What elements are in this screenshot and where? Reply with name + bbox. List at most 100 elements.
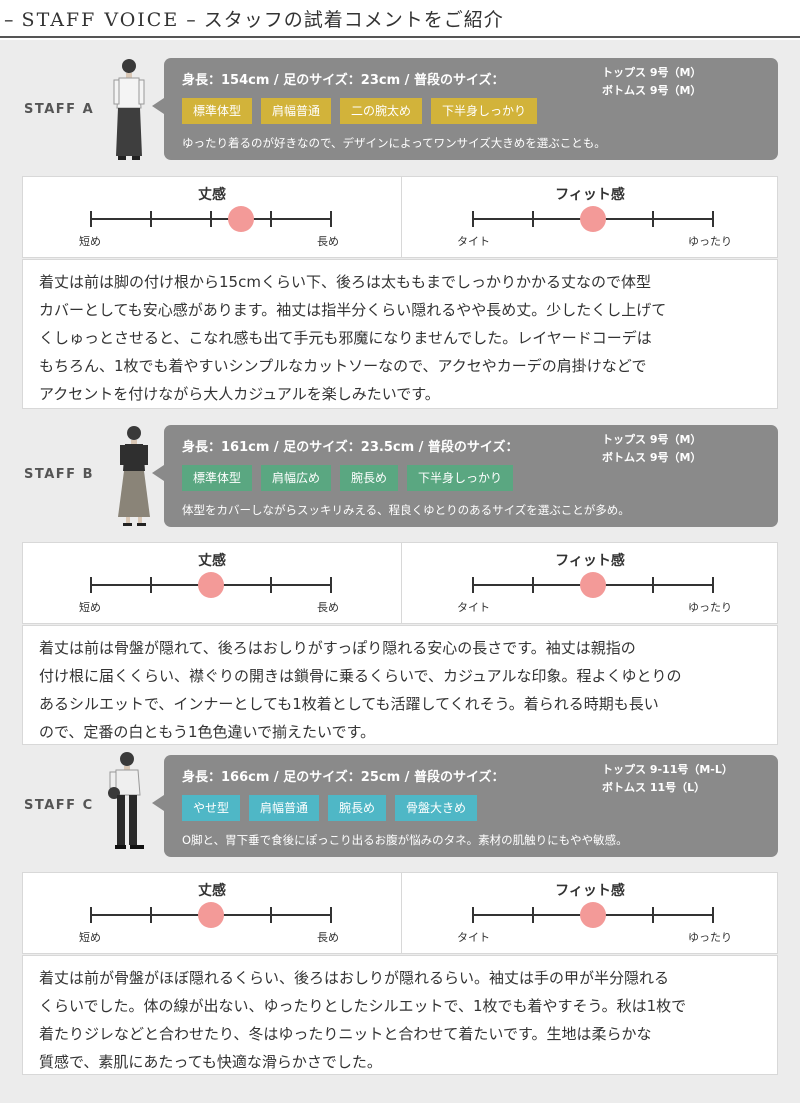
comment-line: 付け根に届くくらい、襟ぐりの開きは鎖骨に乗るくらいで、カジュアルな印象。程よくゆ… xyxy=(39,667,682,685)
body-tag: 肩幅広め xyxy=(261,465,332,491)
scale-tick xyxy=(330,577,332,593)
comment-line: 着丈は前が骨盤がほぼ隠れるくらい、後ろはおしりが隠れるらい。袖丈は手の甲が半分隠… xyxy=(39,969,670,987)
staff-profile-bubble: 身長：166cm / 足のサイズ：25cm / 普段のサイズ： トップス 9-1… xyxy=(152,755,778,857)
length-scale: 丈感 短め 長め xyxy=(23,177,401,257)
comment-line: ので、定番の白ともう1色色違いで揃えたいです。 xyxy=(39,723,376,741)
body-tag: 肩幅普通 xyxy=(261,98,332,124)
body-type-tags: やせ型 肩幅普通 腕長め 骨盤大きめ xyxy=(182,795,478,821)
staff-note: 体型をカバーしながらスッキリみえる、程良くゆとりのあるサイズを選ぶことが多め。 xyxy=(182,503,630,517)
staff-comment: 着丈は前が骨盤がほぼ隠れるくらい、後ろはおしりが隠れるらい。袖丈は手の甲が半分隠… xyxy=(22,955,778,1075)
header: – STAFF VOICE – スタッフの試着コメントをご紹介 xyxy=(0,0,800,38)
comment-line: 着たりジレなどと合わせたり、冬はゆったりニットと合わせて着たいです。生地は柔らか… xyxy=(39,1025,652,1043)
header-title-en: STAFF VOICE xyxy=(21,9,180,31)
scale-tick xyxy=(90,577,92,593)
tops-size: トップス 9号（M） xyxy=(602,66,702,79)
scale-tick xyxy=(652,577,654,593)
staff-panel: STAFF A 身長：154cm / 足のサイズ：23cm / 普段のサイズ： … xyxy=(0,40,800,1103)
body-tag: やせ型 xyxy=(182,795,241,821)
scale-tick xyxy=(270,211,272,227)
staff-profile-bubble: 身長：154cm / 足のサイズ：23cm / 普段のサイズ： トップス 9号（… xyxy=(152,58,778,160)
scale-tick xyxy=(90,907,92,923)
staff-block-b: STAFF B 身長：161cm / 足のサイズ：23.5cm / 普段のサイズ… xyxy=(0,425,800,745)
body-type-tags: 標準体型 肩幅普通 二の腕太め 下半身しっかり xyxy=(182,98,538,124)
fit-left-label: タイト xyxy=(457,235,490,248)
body-tag: 下半身しっかり xyxy=(431,98,538,124)
body-tag: 下半身しっかり xyxy=(407,465,514,491)
staff-comment: 着丈は前は脚の付け根から15cmくらい下、後ろは太ももまでしっかりかかる丈なので… xyxy=(22,259,778,409)
staff-figure-illustration xyxy=(113,59,145,160)
scale-tick xyxy=(532,577,534,593)
tops-size: トップス 9-11号（M-L） xyxy=(602,763,733,776)
body-tag: 腕長め xyxy=(328,795,387,821)
scale-tick xyxy=(652,211,654,227)
scale-divider xyxy=(401,177,402,257)
scale-tick xyxy=(150,577,152,593)
scale-tick xyxy=(472,577,474,593)
header-rule xyxy=(0,36,800,38)
staff-profile-bubble: 身長：161cm / 足のサイズ：23.5cm / 普段のサイズ： トップス 9… xyxy=(152,425,778,527)
scale-tick xyxy=(712,211,714,227)
comment-line: くしゅっとさせると、こなれ感も出て手元も邪魔になりませんでした。レイヤードコーデ… xyxy=(39,329,652,347)
staff-spec: 身長：166cm / 足のサイズ：25cm / 普段のサイズ： xyxy=(182,770,505,785)
fit-scales: 丈感 短め 長め フィット感 タイト xyxy=(22,872,778,954)
scale-tick xyxy=(270,577,272,593)
body-tag: 標準体型 xyxy=(182,98,253,124)
scale-tick xyxy=(532,211,534,227)
fit-right-label: ゆったり xyxy=(688,235,732,248)
scale-tick xyxy=(210,211,212,227)
length-right-label: 長め xyxy=(317,931,339,944)
comment-line: あるシルエットで、インナーとしても1枚着としても活躍してくれそう。着られる時期も… xyxy=(39,695,659,713)
fit-left-label: タイト xyxy=(457,931,490,944)
bottoms-size: ボトムス 9号（M） xyxy=(602,451,702,464)
fit-indicator-dot xyxy=(580,572,606,598)
length-left-label: 短め xyxy=(79,235,101,248)
comment-line: 着丈は前は骨盤が隠れて、後ろはおしりがすっぽり隠れる安心の長さです。袖丈は親指の xyxy=(39,639,636,657)
scale-tick xyxy=(472,907,474,923)
length-scale-title: 丈感 xyxy=(198,883,226,899)
staff-usual-sizes: トップス 9号（M） ボトムス 9号（M） xyxy=(602,64,701,100)
scale-tick xyxy=(652,907,654,923)
length-indicator-dot xyxy=(198,902,224,928)
staff-block-c: STAFF C 身長：166cm / 足のサイズ：25cm / 普段のサイズ： … xyxy=(0,752,800,1100)
fit-right-label: ゆったり xyxy=(688,601,732,614)
scale-tick xyxy=(532,907,534,923)
length-scale-title: 丈感 xyxy=(198,553,226,569)
scale-tick xyxy=(270,907,272,923)
body-tag: 骨盤大きめ xyxy=(395,795,478,821)
length-indicator-dot xyxy=(198,572,224,598)
scale-tick xyxy=(472,211,474,227)
scale-divider xyxy=(401,873,402,953)
staff-usual-sizes: トップス 9号（M） ボトムス 9号（M） xyxy=(602,431,701,467)
staff-label: STAFF A xyxy=(24,102,95,117)
staff-figure-illustration xyxy=(108,752,144,849)
fit-scale: フィット感 タイト ゆったり xyxy=(401,177,779,257)
length-right-label: 長め xyxy=(317,601,339,614)
scale-tick xyxy=(150,211,152,227)
fit-scale-title: フィット感 xyxy=(555,553,625,569)
length-left-label: 短め xyxy=(79,931,101,944)
fit-scale-title: フィット感 xyxy=(555,187,625,203)
length-scale: 丈感 短め 長め xyxy=(23,543,401,623)
length-scale: 丈感 短め 長め xyxy=(23,873,401,953)
staff-spec: 身長：154cm / 足のサイズ：23cm / 普段のサイズ： xyxy=(182,73,505,88)
comment-line: 着丈は前は脚の付け根から15cmくらい下、後ろは太ももまでしっかりかかる丈なので… xyxy=(39,273,651,291)
comment-line: もちろん、1枚でも着やすいシンプルなカットソーなので、アクセやカーデの肩掛けなど… xyxy=(39,357,647,375)
staff-label: STAFF B xyxy=(24,467,94,482)
scale-tick xyxy=(150,907,152,923)
bottoms-size: ボトムス 11号（L） xyxy=(602,781,706,794)
body-type-tags: 標準体型 肩幅広め 腕長め 下半身しっかり xyxy=(182,465,514,491)
fit-scale-title: フィット感 xyxy=(555,883,625,899)
tops-size: トップス 9号（M） xyxy=(602,433,702,446)
staff-comment: 着丈は前は骨盤が隠れて、後ろはおしりがすっぽり隠れる安心の長さです。袖丈は親指の… xyxy=(22,625,778,745)
fit-scale: フィット感 タイト ゆったり xyxy=(401,543,779,623)
staff-spec: 身長：161cm / 足のサイズ：23.5cm / 普段のサイズ： xyxy=(182,440,519,455)
scale-tick xyxy=(90,211,92,227)
length-indicator-dot xyxy=(228,206,254,232)
fit-scales: 丈感 短め 長め フィット感 タイト xyxy=(22,176,778,258)
body-tag: 標準体型 xyxy=(182,465,253,491)
staff-note: O脚と、胃下垂で食後にぽっこり出るお腹が悩みのタネ。素材の肌触りにもやや敏感。 xyxy=(182,833,628,847)
fit-scale: フィット感 タイト ゆったり xyxy=(401,873,779,953)
body-tag: 肩幅普通 xyxy=(249,795,320,821)
staff-note: ゆったり着るのが好きなので、デザインによってワンサイズ大きめを選ぶことも。 xyxy=(182,136,606,150)
staff-label: STAFF C xyxy=(24,798,94,813)
